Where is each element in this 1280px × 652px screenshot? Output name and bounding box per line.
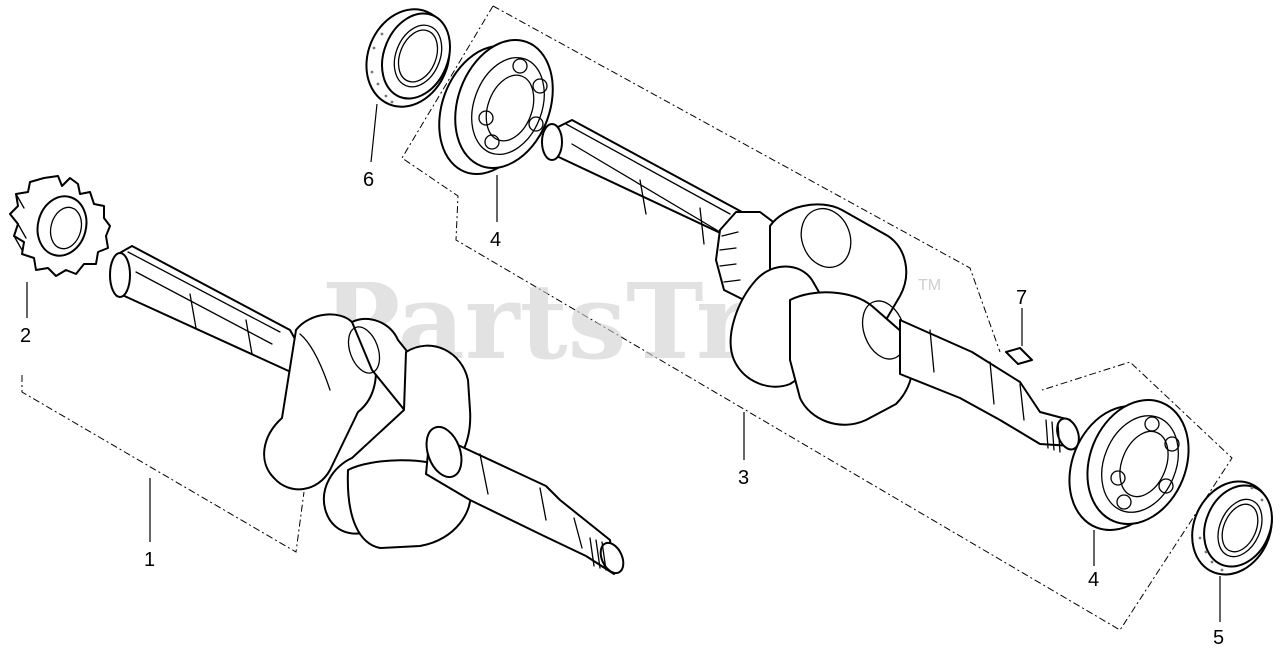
- callout-3[interactable]: 3: [738, 467, 749, 489]
- callout-4-lower[interactable]: 4: [1088, 569, 1099, 591]
- callout-5[interactable]: 5: [1213, 627, 1224, 649]
- oil-seal-icon: [1191, 480, 1273, 576]
- callout-labels: 1 2 3 4 4 5 6 7: [20, 169, 1224, 649]
- oil-seal-icon: [365, 8, 451, 108]
- leader-lines: [26, 103, 1221, 622]
- woodruff-key-icon: [1005, 347, 1033, 365]
- watermark-trademark: TM: [918, 277, 941, 294]
- bracket-part-3: [401, 5, 1233, 631]
- callout-6[interactable]: 6: [363, 169, 374, 191]
- callout-4-upper[interactable]: 4: [490, 229, 501, 251]
- callout-1[interactable]: 1: [144, 549, 155, 571]
- bracket-part-1: [21, 375, 305, 553]
- timing-gear-icon: [9, 175, 111, 277]
- ball-bearing-icon: [438, 39, 554, 175]
- crankshaft-assembly-icon: [541, 119, 1080, 453]
- crankshaft-icon: [109, 245, 625, 575]
- callout-2[interactable]: 2: [20, 325, 31, 347]
- assembly-bracket-lines: [21, 5, 1233, 631]
- callout-7[interactable]: 7: [1016, 287, 1027, 309]
- bracket-part-3-upper: [492, 5, 1001, 353]
- ball-bearing-icon: [1068, 398, 1190, 532]
